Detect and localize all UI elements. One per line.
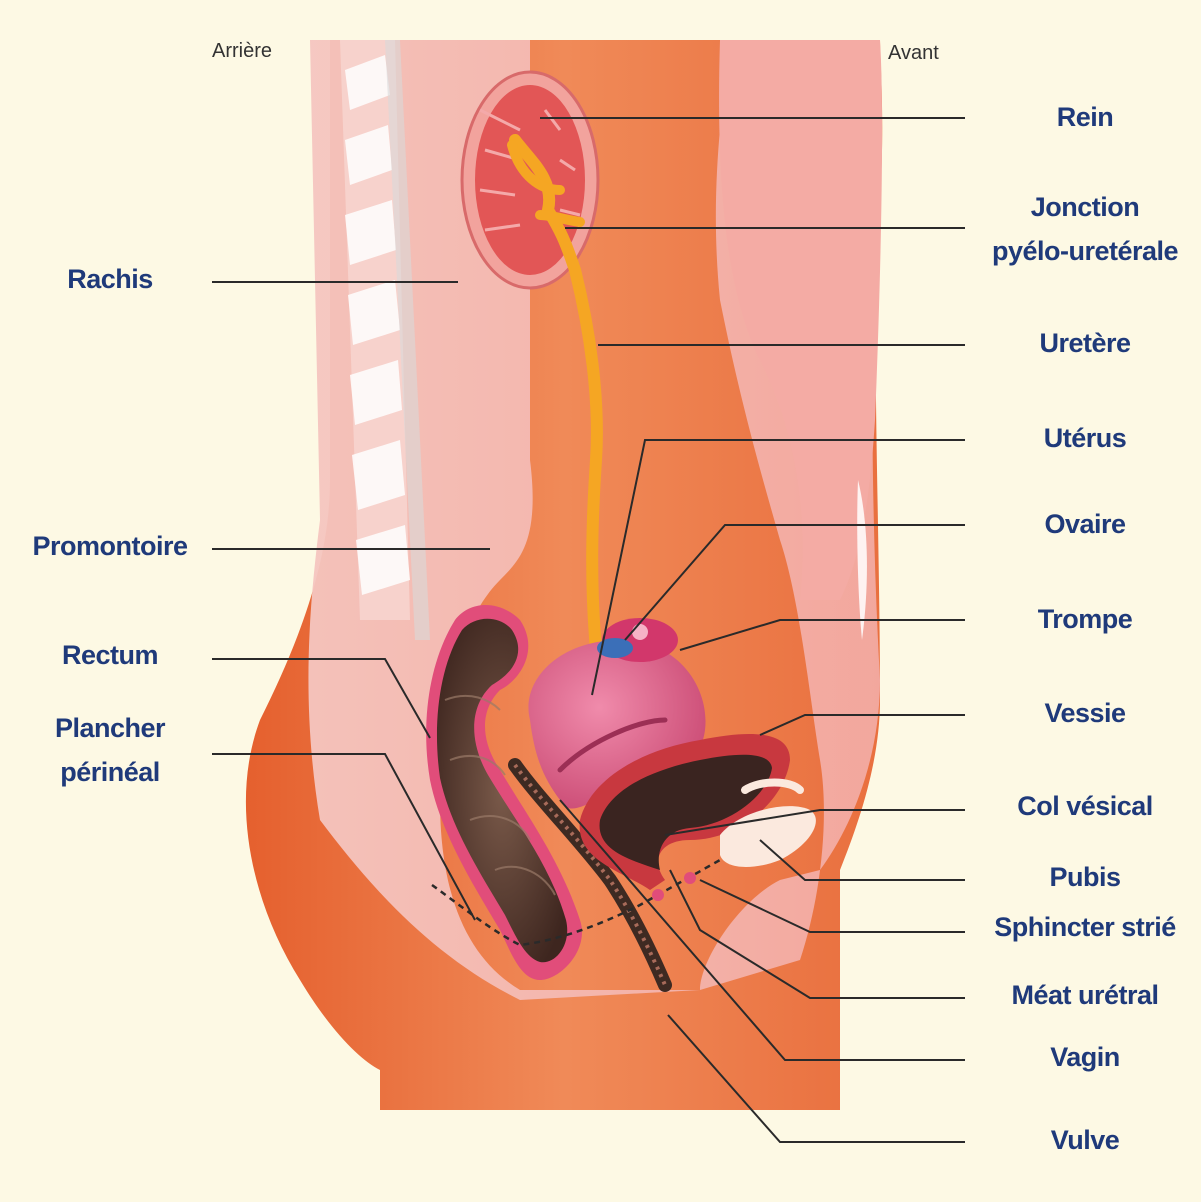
label-col-vesical: Col vésical xyxy=(975,785,1195,828)
label-uretere: Uretère xyxy=(975,322,1195,365)
label-jonction-line1: Jonction xyxy=(975,185,1195,229)
label-pubis: Pubis xyxy=(975,856,1195,899)
label-rectum: Rectum xyxy=(10,634,210,677)
label-rein: Rein xyxy=(975,96,1195,139)
back-orientation-label: Arrière xyxy=(212,40,272,63)
label-uterus: Utérus xyxy=(975,417,1195,460)
label-vulve: Vulve xyxy=(975,1119,1195,1162)
label-promontoire: Promontoire xyxy=(10,525,210,568)
label-jonction-line2: pyélo-uretérale xyxy=(975,229,1195,273)
label-sphincter: Sphincter strié xyxy=(975,906,1195,949)
label-plancher: Plancher périnéal xyxy=(10,706,210,794)
label-meat: Méat urétral xyxy=(975,974,1195,1017)
label-ovaire: Ovaire xyxy=(975,503,1195,546)
label-plancher-line1: Plancher xyxy=(10,706,210,750)
label-trompe: Trompe xyxy=(975,598,1195,641)
front-orientation-label: Avant xyxy=(888,42,939,65)
label-plancher-line2: périnéal xyxy=(10,750,210,794)
label-rachis: Rachis xyxy=(10,258,210,301)
label-vagin: Vagin xyxy=(975,1036,1195,1079)
label-jonction: Jonction pyélo-uretérale xyxy=(975,185,1195,273)
label-vessie: Vessie xyxy=(975,692,1195,735)
